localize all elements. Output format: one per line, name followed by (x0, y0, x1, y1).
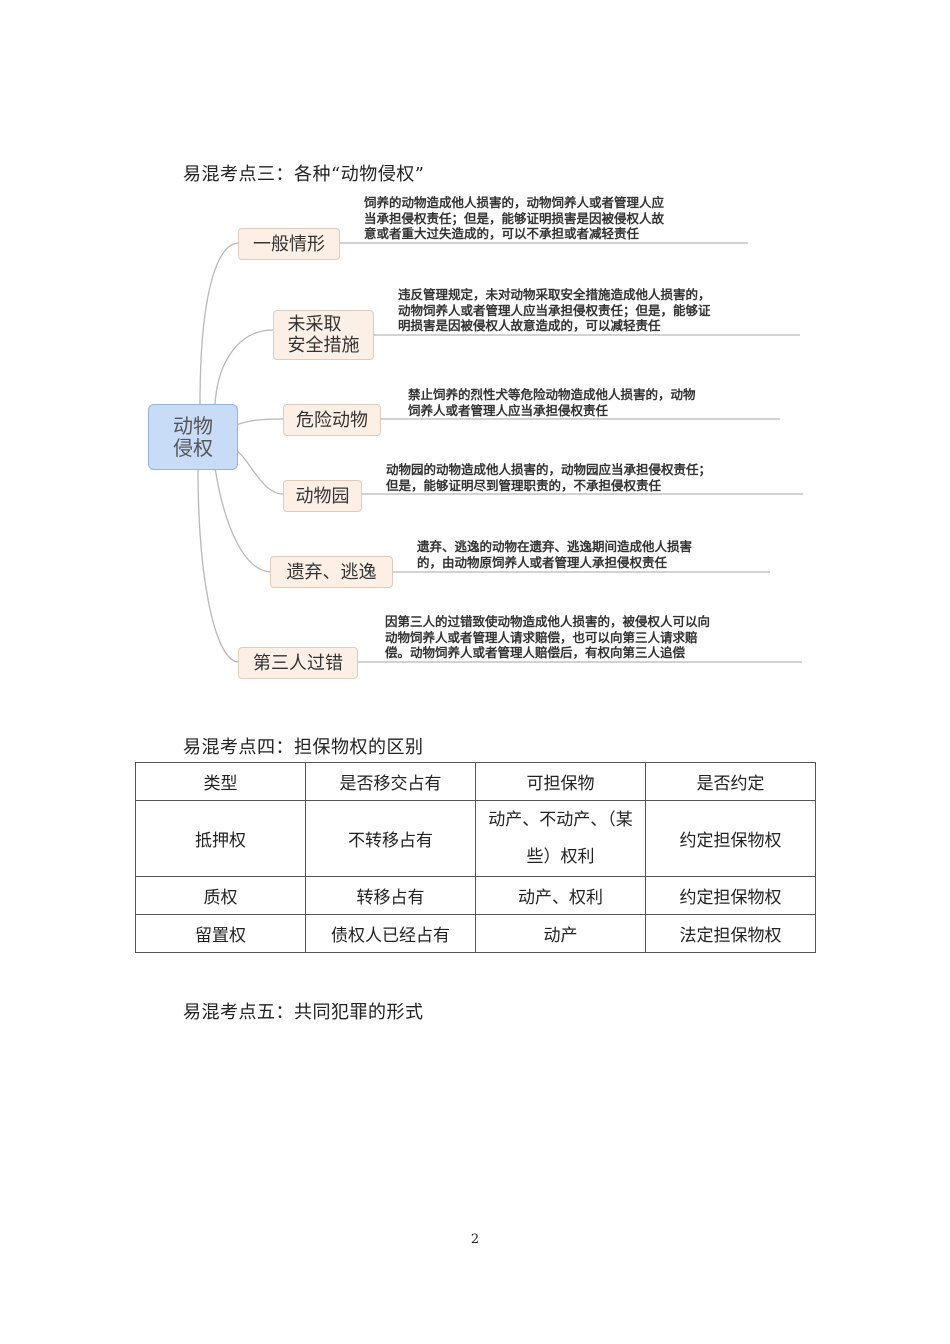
branch-no-safety-measures: 未采取 安全措施 (273, 310, 374, 360)
table-header-cell: 类型 (135, 762, 306, 801)
branch-description: 动物园的动物造成他人损害的，动物园应当承担侵权责任； 但是，能够证明尽到管理职责… (386, 462, 712, 493)
page-number: 2 (470, 1232, 480, 1247)
mindmap-root-node: 动物 侵权 (148, 404, 238, 470)
root-label: 动物 侵权 (173, 414, 213, 460)
table-cell: 质权 (135, 876, 306, 915)
table-cell: 约定担保物权 (645, 876, 816, 915)
table-cell: 动产、权利 (475, 876, 646, 915)
table-cell: 不转移占有 (305, 800, 476, 877)
branch-description: 违反管理规定，未对动物采取安全措施造成他人损害的， 动物饲养人或者管理人应当承担… (398, 287, 711, 333)
section5-heading: 易混考点五：共同犯罪的形式 (183, 1002, 424, 1023)
animal-tort-mindmap: 动物 侵权 一般情形 饲养的动物造成他人损害的，动物饲养人或者管理人应 当承担侵… (148, 195, 803, 679)
table-header-cell: 是否移交占有 (305, 762, 476, 801)
branch-description: 饲养的动物造成他人损害的，动物饲养人或者管理人应 当承担侵权责任；但是，能够证明… (364, 195, 665, 241)
branch-label: 动物园 (295, 485, 350, 507)
branch-description: 遗弃、逃逸的动物在遗弃、逃逸期间造成他人损害 的，由动物原饲养人或者管理人承担侵… (417, 539, 693, 570)
branch-label: 危险动物 (296, 409, 368, 431)
table-cell: 法定担保物权 (645, 914, 816, 953)
table-cell: 债权人已经占有 (305, 914, 476, 953)
table-cell: 约定担保物权 (645, 800, 816, 877)
section3-heading: 易混考点三：各种“动物侵权” (183, 164, 425, 185)
security-interest-table: 类型 是否移交占有 可担保物 是否约定 抵押权 不转移占有 动产、不动产、（某些… (135, 762, 816, 953)
branch-abandoned-escaped: 遗弃、逃逸 (270, 556, 393, 588)
table-cell: 抵押权 (135, 800, 306, 877)
section4-heading: 易混考点四：担保物权的区别 (183, 737, 424, 758)
table-header-cell: 可担保物 (475, 762, 646, 801)
branch-description: 禁止饲养的烈性犬等危险动物造成他人损害的，动物 饲养人或者管理人应当承担侵权责任 (408, 387, 696, 418)
table-header-cell: 是否约定 (645, 762, 816, 801)
table-row: 抵押权 不转移占有 动产、不动产、（某些）权利 约定担保物权 (135, 800, 816, 877)
table-cell: 留置权 (135, 914, 306, 953)
branch-label: 遗弃、逃逸 (286, 561, 377, 583)
branch-general-case: 一般情形 (238, 228, 340, 260)
table-cell: 动产 (475, 914, 646, 953)
table-cell: 动产、不动产、（某些）权利 (475, 800, 646, 877)
branch-label: 第三人过错 (253, 652, 343, 674)
table-row: 质权 转移占有 动产、权利 约定担保物权 (135, 876, 816, 915)
branch-label: 一般情形 (253, 233, 325, 255)
table-cell: 转移占有 (305, 876, 476, 915)
branch-third-party-fault: 第三人过错 (238, 647, 358, 679)
table-row: 留置权 债权人已经占有 动产 法定担保物权 (135, 914, 816, 953)
branch-dangerous-animal: 危险动物 (283, 404, 381, 436)
branch-zoo: 动物园 (283, 480, 362, 512)
table-header-row: 类型 是否移交占有 可担保物 是否约定 (135, 762, 816, 801)
branch-label: 未采取 安全措施 (287, 314, 360, 356)
mindmap-connectors (197, 242, 803, 663)
branch-description: 因第三人的过错致使动物造成他人损害的，被侵权人可以向 动物饲养人或者管理人请求赔… (385, 614, 711, 660)
